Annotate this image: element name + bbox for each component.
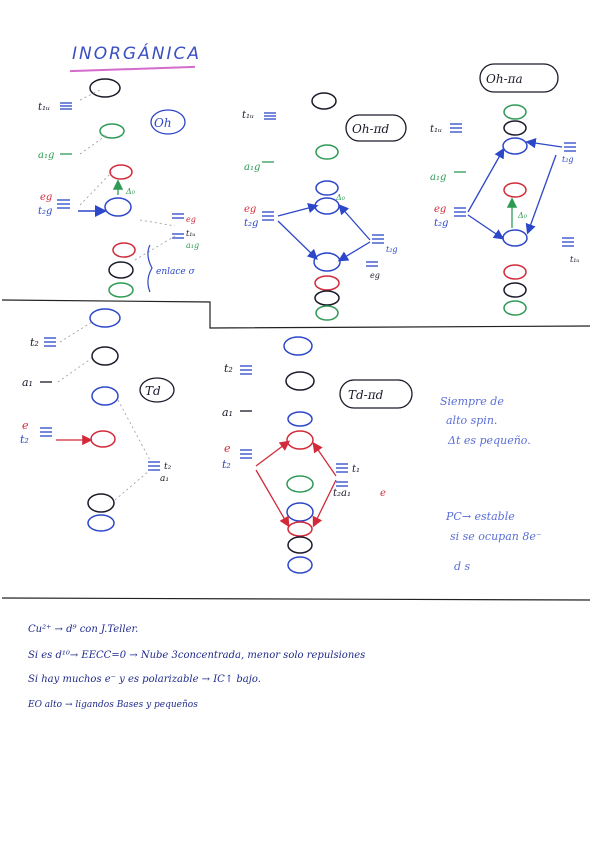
diagram-td: t₂ a₁ e t₂ t₂ a₁ Td <box>20 308 175 532</box>
ohpia-t1u-label: t₁ᵤ <box>430 124 442 135</box>
td-e-label: e <box>22 419 29 432</box>
ohpid-a1g-label: a₁g <box>244 162 260 173</box>
page-title: INORGÁNICA <box>72 44 201 64</box>
ohpia-side-t1u: t₁ᵤ <box>570 255 580 264</box>
oh-t2g-label: t₂g <box>38 206 52 217</box>
oh-t1u-label: t₁ᵤ <box>38 102 50 113</box>
side-note-6: d s <box>454 560 471 573</box>
side-note-5: si se ocupan 8e⁻ <box>450 530 542 543</box>
ohpia-t2g-label: t₂g <box>434 218 448 229</box>
side-note-3: Δt es pequeño. <box>448 434 531 447</box>
ohpia-side-t2g: t₂g <box>562 155 574 164</box>
td-side-a1: a₁ <box>160 474 169 484</box>
ohpia-eg-label: eg <box>434 204 446 215</box>
section-dividers <box>1 299 591 601</box>
ohpid-eg-label: eg <box>244 204 256 215</box>
ohpia-symbol: Oh-πa <box>486 72 523 86</box>
diagram-oh-pid: Δ₀ t₁ᵤ a₁g eg t₂g t₂g eg Oh-πd <box>242 92 407 321</box>
tdpid-side-e: e <box>380 488 386 499</box>
td-t2b-label: t₂ <box>20 433 29 446</box>
tdpid-e-label: e <box>224 442 231 455</box>
side-note-4: PC→ estable <box>446 510 515 523</box>
tdpid-t2b-label: t₂ <box>222 458 231 471</box>
td-a1-label: a₁ <box>22 376 33 389</box>
td-t2-label: t₂ <box>30 336 39 349</box>
tdpid-side-t1: t₁ <box>352 464 360 475</box>
diagram-oh: Δ₀ t₁ᵤ a₁g eg t₂g Oh eg t₁ᵤ a₁g enlace σ <box>38 78 199 298</box>
ohpia-a1g-label: a₁g <box>430 172 446 183</box>
diagram-oh-pia: Oh-πa Δ₀ t₁ᵤ a₁g eg t₂ <box>430 63 580 316</box>
td-symbol: Td <box>145 384 161 398</box>
ohpid-symbol: Oh-πd <box>352 122 390 136</box>
diagram-td-pid: t₂ a₁ e t₂ t₁ t₂a₁ e Td-πd <box>222 336 413 574</box>
bottom-note-4: EO alto → ligandos Bases y pequeños <box>28 700 198 710</box>
oh-side-eg: eg <box>186 215 196 224</box>
oh-eg-label: eg <box>40 192 52 203</box>
bottom-note-2: Si es d¹⁰→ EECC=0 → Nube 3concentrada, m… <box>28 650 366 661</box>
oh-bracket-label: enlace σ <box>156 267 196 277</box>
td-side-t2: t₂ <box>164 462 172 472</box>
oh-delta-label: Δ₀ <box>125 187 136 196</box>
side-note-1: Siempre de <box>440 395 504 408</box>
oh-side-a1g: a₁g <box>186 241 199 250</box>
ohpid-t1u-label: t₁ᵤ <box>242 110 254 121</box>
tdpid-side-t2a1: t₂a₁ <box>333 488 351 499</box>
ohpid-side-eg: eg <box>370 271 380 280</box>
tdpid-a1-label: a₁ <box>222 406 233 419</box>
tdpid-t2-label: t₂ <box>224 362 233 375</box>
side-note-2: alto spin. <box>446 414 498 427</box>
bottom-note-1: Cu²⁺ → d⁹ con J.Teller. <box>28 624 139 635</box>
oh-symbol: Oh <box>154 116 172 130</box>
ohpid-t2g-label: t₂g <box>244 218 258 229</box>
ohpid-delta-label: Δ₀ <box>335 193 346 202</box>
ohpid-side-t2g: t₂g <box>386 245 398 254</box>
oh-side-t1u: t₁ᵤ <box>186 229 196 238</box>
ohpia-delta-label: Δ₀ <box>517 211 528 220</box>
oh-a1g-label: a₁g <box>38 150 54 161</box>
tdpid-symbol: Td-πd <box>348 388 384 402</box>
bottom-note-3: Si hay muchos e⁻ y es polarizable → IC↑ … <box>28 674 261 685</box>
